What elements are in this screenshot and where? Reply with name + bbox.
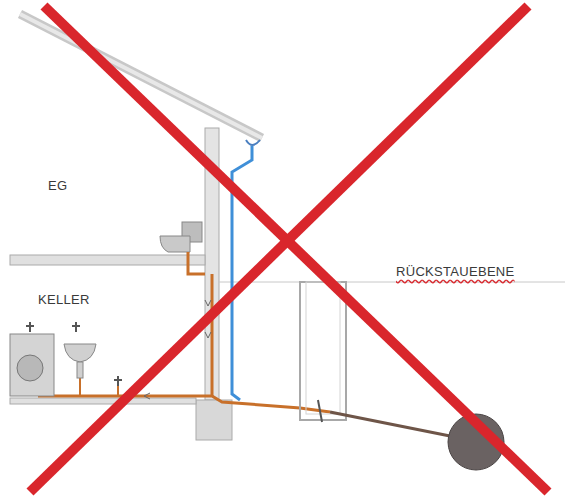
tap [26,322,34,332]
sink [64,344,96,362]
toilet-drain [188,252,205,274]
machine-door [17,355,43,381]
sink-drain [79,378,81,396]
flow-arrow [205,300,211,306]
cross-out-line [30,6,528,492]
cross-out-line [44,6,548,492]
roof-inner [20,14,262,138]
floor-drain [117,386,119,396]
flow-arrow [144,393,150,399]
level-label: RÜCKSTAUEBENE [396,264,515,279]
roof [20,14,262,138]
toilet-bowl [160,236,190,252]
floor-slab [10,255,205,265]
washing-machine [10,334,54,396]
stack-pipe [211,274,214,396]
basement-drain [38,396,330,412]
backflow-valve [318,400,322,422]
floor-label: EG [48,178,67,193]
gutter [246,140,260,145]
shaft-inner [306,282,340,414]
floor-label: KELLER [38,292,90,307]
backflow-level-line [219,282,565,283]
flow-arrow [205,332,211,338]
tap [114,376,122,386]
tap [72,322,80,332]
inspection-shaft [300,282,346,420]
sink-pedestal [77,362,83,378]
sewer-line [330,412,460,438]
basement-floor [10,398,196,404]
foundation [196,400,232,440]
